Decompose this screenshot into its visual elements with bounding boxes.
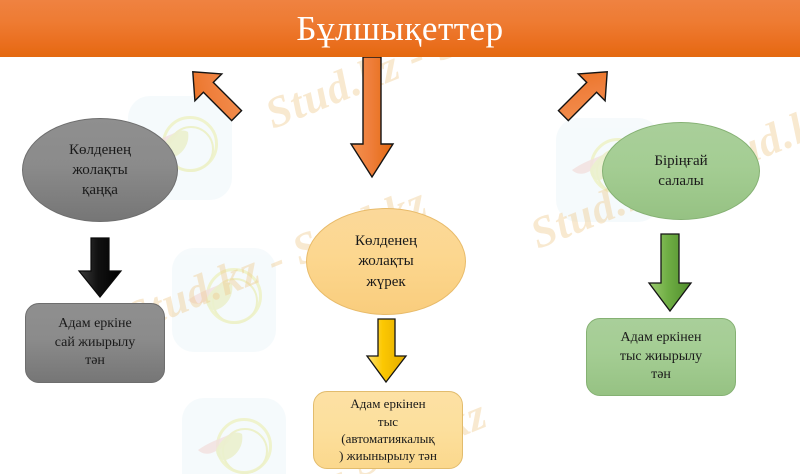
node-smooth-property: Адам еркінен тыс жиырылу тән <box>586 318 736 396</box>
node-label: Адам еркінен тыс (автоматиякалық ) жиыны… <box>339 396 437 464</box>
node-label: Көлденең жолақты жүрек <box>355 233 417 290</box>
node-cardiac-muscle: Көлденең жолақты жүрек <box>306 208 466 315</box>
arrow-smooth-to-property <box>647 233 693 313</box>
arrow-title-to-smooth <box>545 57 627 129</box>
node-label: Адам еркіне сай жиырылу тән <box>54 315 136 369</box>
node-label: Біріңғай салалы <box>654 152 708 189</box>
node-skeletal-muscle: Көлденең жолақты қаңқа <box>22 118 178 222</box>
node-label: Адам еркінен тыс жиырылу тән <box>619 329 703 383</box>
arrow-title-to-cardiac <box>349 56 395 179</box>
arrow-skeletal-to-property <box>77 237 123 299</box>
hummingbird-glyph <box>198 432 243 461</box>
hummingbird-logo-icon <box>172 248 276 352</box>
title-banner: Бұлшықеттер <box>0 0 800 57</box>
node-label: Көлденең жолақты қаңқа <box>69 141 131 199</box>
hummingbird-glyph <box>188 282 233 311</box>
page-title: Бұлшықеттер <box>296 9 504 48</box>
arrow-cardiac-to-property <box>365 318 408 384</box>
node-smooth-muscle: Біріңғай салалы <box>602 122 760 220</box>
node-cardiac-property: Адам еркінен тыс (автоматиякалық ) жиыны… <box>313 391 463 469</box>
node-skeletal-property: Адам еркіне сай жиырылу тән <box>25 303 165 383</box>
arrow-title-to-skeletal <box>173 57 255 129</box>
hummingbird-logo-icon <box>182 398 286 474</box>
